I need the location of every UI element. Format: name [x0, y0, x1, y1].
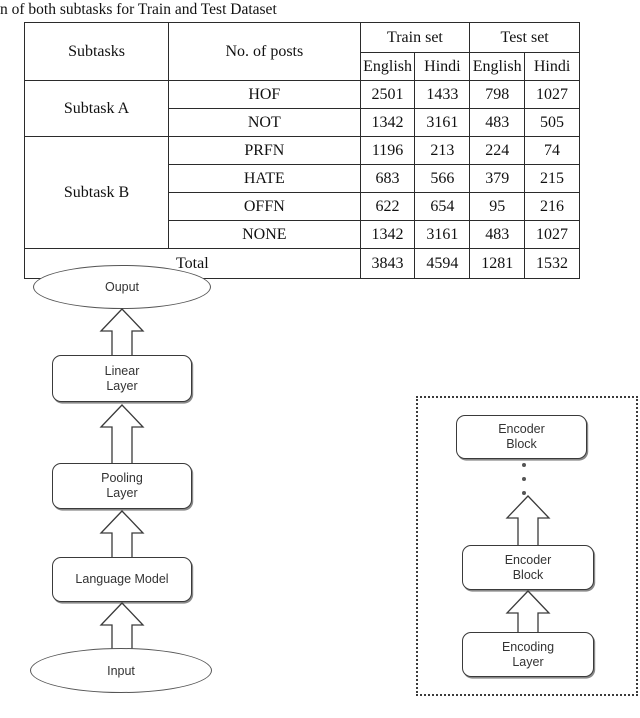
- cell-train-english: 1342: [359, 108, 416, 137]
- node-language-model-label: Language Model: [75, 572, 169, 586]
- node-encoding-layer-label-line2: Layer: [512, 654, 544, 669]
- node-encoder-block-bottom-label-line1: Encoder: [504, 552, 552, 567]
- row-group-label-subtask-b: Subtask B: [23, 136, 170, 249]
- cell-test-english: 95: [469, 192, 526, 221]
- row-label: NONE: [168, 220, 361, 249]
- cell-test-english: 483: [469, 220, 526, 249]
- cell-train-english: 1196: [359, 136, 416, 165]
- row-label: HATE: [168, 164, 361, 193]
- arrow-up-icon: [505, 590, 551, 634]
- node-encoder-block-top: Encoder Block: [456, 415, 587, 459]
- node-encoder-block-top-label-line2: Block: [506, 437, 537, 451]
- cell-test-hindi: 1027: [524, 220, 580, 249]
- cell-train-english: 1342: [359, 220, 416, 249]
- model-pipeline-flowchart: Ouput Linear Layer Pooling Layer Languag…: [30, 265, 212, 693]
- ellipsis-dot: [522, 463, 526, 467]
- table-container: Subtasks No. of posts Train set Test set…: [23, 22, 580, 279]
- arrow-up-icon: [99, 602, 145, 654]
- column-header-test-english: English: [469, 52, 526, 81]
- node-linear-layer: Linear Layer: [52, 355, 192, 402]
- ellipsis-dot: [522, 477, 526, 481]
- row-label: HOF: [168, 80, 361, 109]
- arrow-up-icon: [505, 495, 551, 546]
- vertical-ellipsis-icon: [519, 463, 529, 495]
- column-header-train-set: Train set: [359, 22, 471, 53]
- arrow-up-icon: [99, 510, 145, 558]
- encoder-stack-boundary: [416, 396, 638, 696]
- node-input-label: Input: [107, 663, 135, 678]
- node-encoding-layer: Encoding Layer: [462, 632, 594, 677]
- cell-train-english: 622: [359, 192, 416, 221]
- cell-test-english: 483: [469, 108, 526, 137]
- subtask-distribution-table: Subtasks No. of posts Train set Test set…: [23, 22, 580, 279]
- row-label: OFFN: [168, 192, 361, 221]
- column-header-subtasks: Subtasks: [23, 22, 170, 81]
- node-pooling-layer: Pooling Layer: [52, 463, 192, 509]
- row-group-label-subtask-a: Subtask A: [23, 80, 170, 137]
- table-row: Subtask B PRFN 1196 213 224 74: [23, 136, 580, 249]
- table-row: HATE 683 566 379 215: [25, 164, 580, 193]
- table-header-row-top: Subtasks No. of posts Train set Test set: [23, 22, 580, 81]
- table-row: NOT 1342 3161 483 505: [25, 108, 580, 137]
- cell-test-hindi: 505: [524, 108, 580, 137]
- cell-train-hindi: 3161: [414, 108, 471, 137]
- column-header-test-hindi: Hindi: [524, 52, 580, 81]
- cell-test-english: 379: [469, 164, 526, 193]
- arrow-up-icon: [99, 404, 145, 464]
- total-train-hindi: 4594: [414, 248, 471, 279]
- node-encoder-block-bottom: Encoder Block: [462, 545, 594, 590]
- node-linear-layer-label-line2: Layer: [106, 378, 138, 393]
- node-encoder-block-bottom-label-line2: Block: [512, 567, 544, 582]
- total-test-hindi: 1532: [524, 248, 580, 279]
- figure-caption: n of both subtasks for Train and Test Da…: [0, 1, 277, 18]
- cell-train-hindi: 3161: [414, 220, 471, 249]
- arrow-up-icon: [99, 308, 145, 358]
- column-header-train-english: English: [359, 52, 416, 81]
- node-encoding-layer-label-line1: Encoding: [501, 639, 555, 654]
- node-linear-layer-label-line1: Linear: [104, 363, 140, 378]
- cell-test-hindi: 74: [524, 136, 580, 165]
- node-input: Input: [30, 648, 212, 693]
- node-pooling-layer-label-line1: Pooling: [101, 471, 143, 485]
- cell-train-hindi: 213: [414, 136, 471, 165]
- total-train-english: 3843: [359, 248, 416, 279]
- table-row: Subtask A HOF 2501 1433 798 1027: [23, 80, 580, 137]
- column-header-no-of-posts: No. of posts: [168, 22, 361, 81]
- cell-test-hindi: 215: [524, 164, 580, 193]
- node-output: Ouput: [33, 265, 211, 309]
- cell-test-english: 224: [469, 136, 526, 165]
- node-pooling-layer-label-line2: Layer: [106, 486, 138, 500]
- table-row: NONE 1342 3161 483 1027: [25, 220, 580, 249]
- column-header-test-set: Test set: [469, 22, 580, 53]
- table-row: OFFN 622 654 95 216: [25, 192, 580, 221]
- node-output-label: Ouput: [104, 280, 140, 294]
- cell-train-english: 2501: [359, 80, 416, 109]
- cell-train-english: 683: [359, 164, 416, 193]
- cell-train-hindi: 654: [414, 192, 471, 221]
- node-language-model: Language Model: [52, 557, 192, 602]
- cell-train-hindi: 566: [414, 164, 471, 193]
- ellipsis-dot: [522, 491, 526, 495]
- cell-test-english: 798: [469, 80, 526, 109]
- total-test-english: 1281: [469, 248, 526, 279]
- node-encoder-block-top-label-line1: Encoder: [498, 422, 545, 436]
